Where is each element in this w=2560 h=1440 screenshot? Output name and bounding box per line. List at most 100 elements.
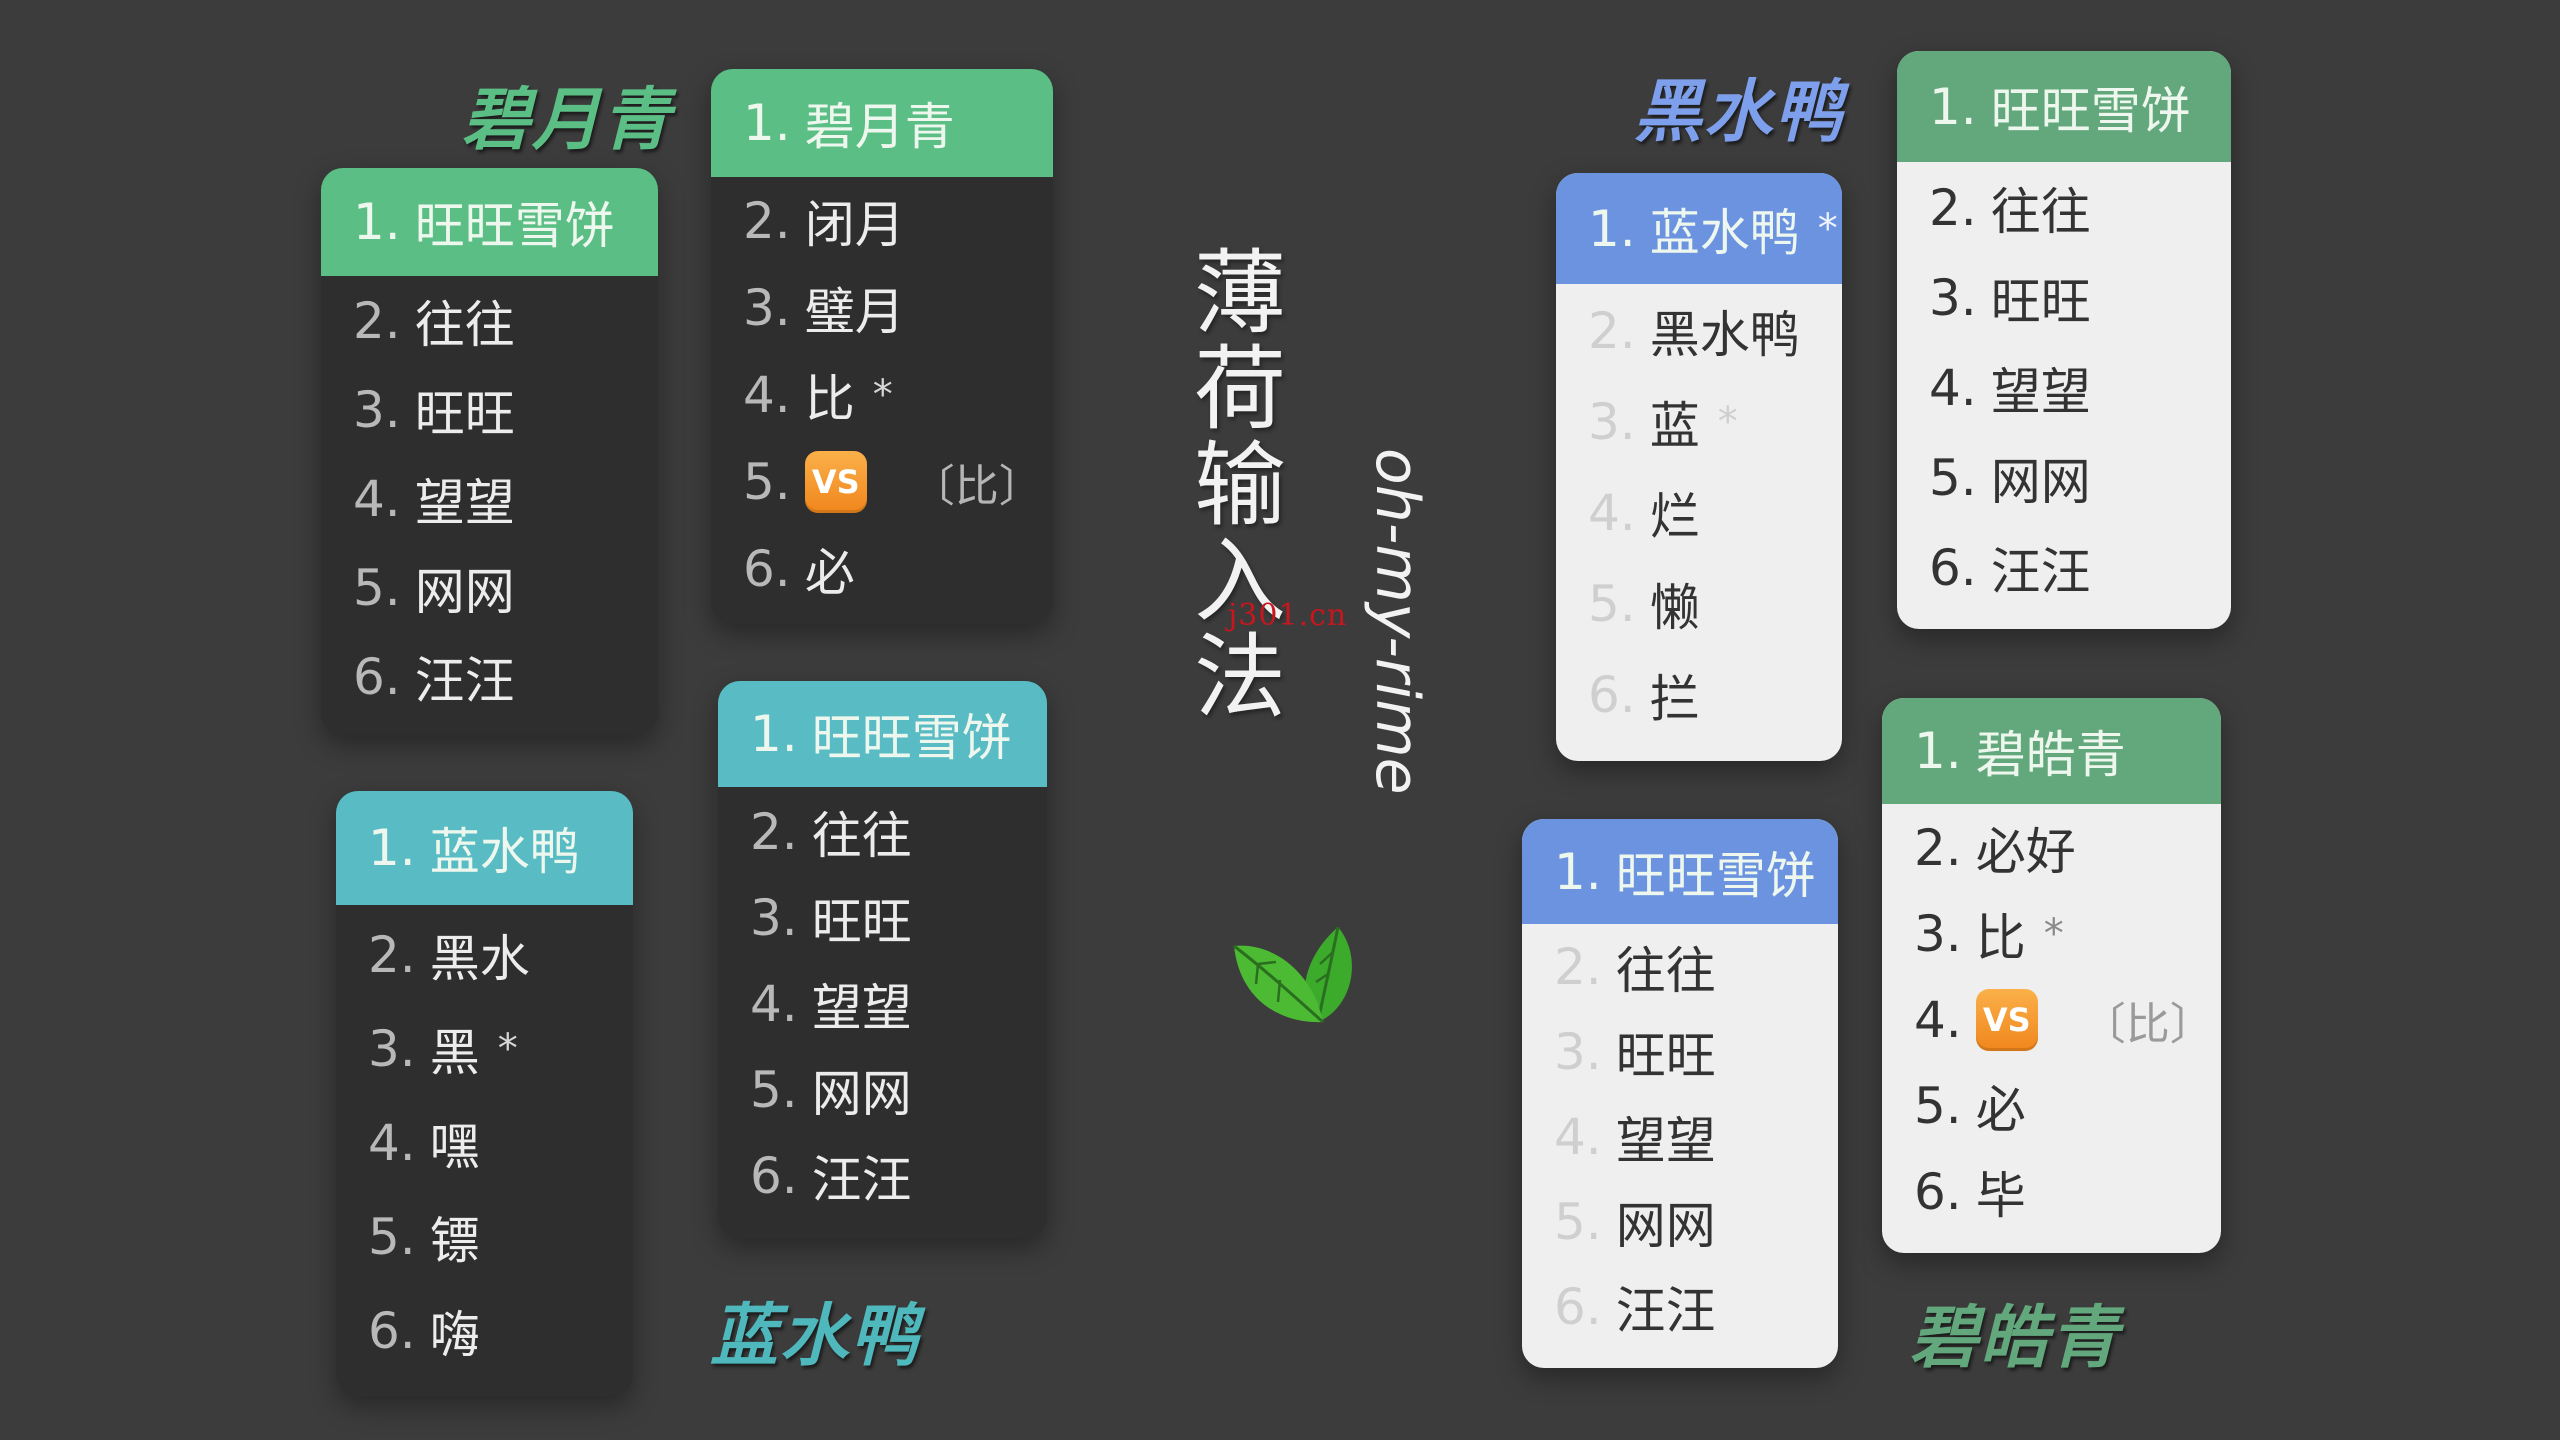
candidate-row[interactable]: 5.网网 bbox=[1929, 438, 2091, 518]
candidate-row[interactable]: 6.嗨 bbox=[368, 1291, 480, 1371]
candidate-row[interactable]: 3.旺旺 bbox=[750, 878, 912, 958]
candidate-index: 5. bbox=[1914, 1077, 1962, 1135]
candidate-text: 蓝水鸭 bbox=[429, 823, 580, 881]
candidate-text: 懒 bbox=[1649, 579, 1700, 637]
candidate-row[interactable]: 3.旺旺 bbox=[353, 370, 515, 450]
candidate-text: 蓝 bbox=[1649, 397, 1700, 455]
candidate-panel-d: 1. 旺旺雪饼 2.往往 3.旺旺 4.望望 5.网网 6.汪汪 bbox=[718, 681, 1047, 1238]
candidate-row[interactable]: 2.必好 bbox=[1914, 808, 2076, 888]
candidate-row[interactable]: 6.拦 bbox=[1588, 655, 1700, 735]
candidate-row[interactable]: 5.VS〔比〕 bbox=[743, 442, 1043, 522]
candidate-panel-f: 1. 旺旺雪饼 2.往往 3.旺旺 4.望望 5.网网 6.汪汪 bbox=[1897, 51, 2231, 629]
candidate-row[interactable]: 6.汪汪 bbox=[1554, 1267, 1716, 1347]
candidate-row[interactable]: 3.旺旺 bbox=[1929, 258, 2091, 338]
highlighted-candidate[interactable]: 1. 旺旺雪饼 bbox=[321, 168, 658, 276]
candidate-comment: 〔比〕 bbox=[910, 461, 1043, 512]
candidate-index: 5. bbox=[750, 1061, 798, 1119]
candidate-panel-g: 1. 旺旺雪饼 2.往往 3.旺旺 4.望望 5.网网 6.汪汪 bbox=[1522, 819, 1838, 1368]
candidate-text: 嘿 bbox=[429, 1118, 480, 1176]
candidate-index: 3. bbox=[1554, 1023, 1602, 1081]
highlighted-candidate[interactable]: 1. 碧皓青 bbox=[1882, 698, 2221, 804]
candidate-index: 6. bbox=[353, 648, 401, 706]
candidate-text: 嗨 bbox=[429, 1306, 480, 1364]
candidate-index: 3. bbox=[368, 1020, 416, 1078]
candidate-index: 2. bbox=[353, 292, 401, 350]
candidate-text: 旺旺 bbox=[414, 385, 515, 443]
candidate-row[interactable]: 6.汪汪 bbox=[1929, 528, 2091, 608]
candidate-row[interactable]: 3.旺旺 bbox=[1554, 1012, 1716, 1092]
candidate-row[interactable]: 6.必 bbox=[743, 529, 855, 609]
candidate-row[interactable]: 3.蓝* bbox=[1588, 382, 1738, 462]
candidate-row[interactable]: 2.往往 bbox=[750, 792, 912, 872]
highlighted-candidate[interactable]: 1. 旺旺雪饼 bbox=[1522, 819, 1838, 924]
candidate-index: 5. bbox=[368, 1208, 416, 1266]
candidate-text: 望望 bbox=[1990, 363, 2091, 421]
highlighted-candidate[interactable]: 1. 碧月青 bbox=[711, 69, 1053, 177]
candidate-index: 4. bbox=[1554, 1108, 1602, 1166]
candidate-index: 1. bbox=[743, 94, 791, 152]
candidate-index: 6. bbox=[1588, 666, 1636, 724]
candidate-text: 碧皓青 bbox=[1975, 726, 2126, 784]
candidate-row[interactable]: 3.璧月 bbox=[743, 268, 905, 348]
highlighted-candidate[interactable]: 1. 蓝水鸭 bbox=[336, 791, 633, 905]
candidate-row[interactable]: 4.望望 bbox=[353, 459, 515, 539]
user-phrase-star-icon: * bbox=[2043, 911, 2064, 957]
candidate-row[interactable]: 4.望望 bbox=[1554, 1097, 1716, 1177]
candidate-row[interactable]: 4.比* bbox=[743, 355, 893, 435]
candidate-row[interactable]: 2.闭月 bbox=[743, 181, 905, 261]
candidate-index: 2. bbox=[368, 926, 416, 984]
candidate-row[interactable]: 5.网网 bbox=[1554, 1182, 1716, 1262]
candidate-text: 旺旺雪饼 bbox=[1990, 81, 2191, 140]
highlighted-candidate[interactable]: 1. 蓝水鸭 * bbox=[1556, 173, 1842, 284]
candidate-text: 往往 bbox=[811, 807, 912, 865]
candidate-text: 黑水 bbox=[429, 930, 530, 988]
app-title-char: 法 bbox=[1193, 624, 1286, 731]
candidate-row[interactable]: 4.嘿 bbox=[368, 1103, 480, 1183]
candidate-row[interactable]: 5.镖 bbox=[368, 1197, 480, 1277]
highlighted-candidate[interactable]: 1. 旺旺雪饼 bbox=[1897, 51, 2231, 162]
candidate-index: 3. bbox=[1914, 905, 1962, 963]
candidate-text: 毕 bbox=[1975, 1167, 2026, 1225]
candidate-index: 2. bbox=[1554, 938, 1602, 996]
candidate-index: 2. bbox=[1929, 179, 1977, 237]
candidate-text: 闭月 bbox=[804, 196, 905, 254]
candidate-row[interactable]: 4.VS〔比〕 bbox=[1914, 980, 2214, 1060]
candidate-row[interactable]: 5.懒 bbox=[1588, 564, 1700, 644]
candidate-text: 比 bbox=[804, 370, 855, 428]
candidate-text: 旺旺雪饼 bbox=[414, 197, 615, 255]
theme-title-hei-shui-ya: 黑水鸭 bbox=[1634, 73, 1845, 152]
candidate-row[interactable]: 5.网网 bbox=[353, 548, 515, 628]
candidate-row[interactable]: 5.网网 bbox=[750, 1050, 912, 1130]
theme-title-bi-hao-qing: 碧皓青 bbox=[1910, 1299, 2121, 1378]
candidate-index: 6. bbox=[1554, 1278, 1602, 1336]
candidate-index: 2. bbox=[1914, 819, 1962, 877]
candidate-row[interactable]: 4.望望 bbox=[1929, 348, 2091, 428]
candidate-text: 往往 bbox=[414, 296, 515, 354]
candidate-row[interactable]: 4.望望 bbox=[750, 964, 912, 1044]
app-title-char: 输 bbox=[1193, 432, 1286, 539]
candidate-row[interactable]: 2.黑水鸭 bbox=[1588, 291, 1800, 371]
candidate-text: 网网 bbox=[811, 1065, 912, 1123]
candidate-row[interactable]: 5.必 bbox=[1914, 1066, 2026, 1146]
candidate-index: 3. bbox=[1929, 269, 1977, 327]
candidate-index: 3. bbox=[1588, 393, 1636, 451]
candidate-row[interactable]: 2.往往 bbox=[1929, 168, 2091, 248]
candidate-row[interactable]: 3.比* bbox=[1914, 894, 2064, 974]
candidate-index: 1. bbox=[1914, 722, 1962, 780]
candidate-row[interactable]: 6.汪汪 bbox=[750, 1136, 912, 1216]
highlighted-candidate[interactable]: 1. 旺旺雪饼 bbox=[718, 681, 1047, 787]
candidate-text: 镖 bbox=[429, 1212, 480, 1270]
candidate-row[interactable]: 4.烂 bbox=[1588, 473, 1700, 553]
user-phrase-star-icon: * bbox=[872, 372, 893, 418]
candidate-index: 4. bbox=[1588, 484, 1636, 542]
candidate-text: 网网 bbox=[414, 563, 515, 621]
candidate-row[interactable]: 6.毕 bbox=[1914, 1152, 2026, 1232]
candidate-row[interactable]: 2.往往 bbox=[353, 281, 515, 361]
candidate-row[interactable]: 6.汪汪 bbox=[353, 637, 515, 717]
candidate-row[interactable]: 2.黑水 bbox=[368, 915, 530, 995]
app-title-char: 入 bbox=[1193, 528, 1286, 635]
candidate-index: 5. bbox=[1588, 575, 1636, 633]
candidate-index: 2. bbox=[750, 803, 798, 861]
candidate-row[interactable]: 2.往往 bbox=[1554, 927, 1716, 1007]
candidate-row[interactable]: 3.黑* bbox=[368, 1009, 518, 1089]
